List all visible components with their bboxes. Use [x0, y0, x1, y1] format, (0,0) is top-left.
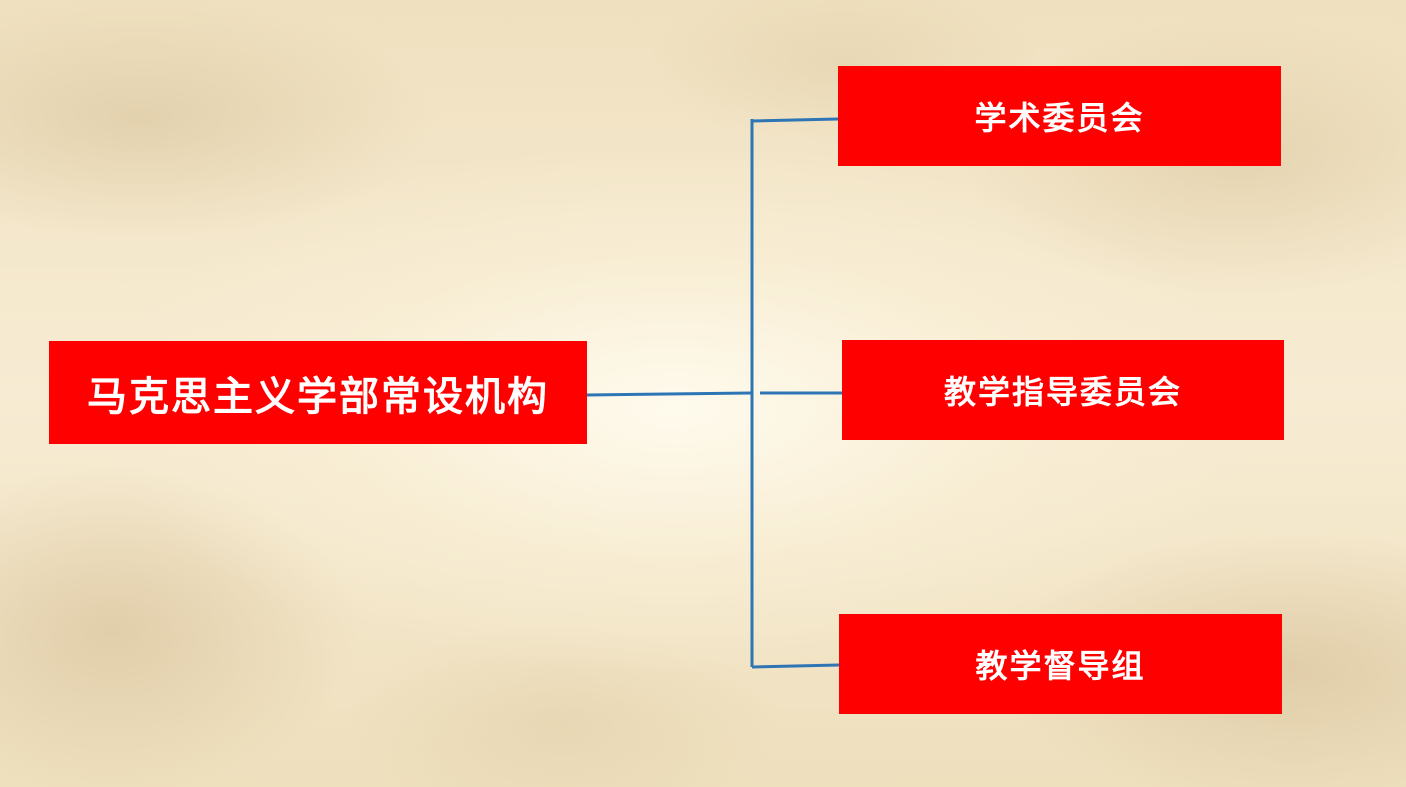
root-connector [586, 391, 753, 397]
child-node-teaching-supervision-group: 教学督导组 [839, 614, 1282, 714]
root-node-label: 马克思主义学部常设机构 [87, 373, 549, 420]
child-node-label: 学术委员会 [974, 99, 1145, 137]
child-node-academic-committee: 学术委员会 [838, 66, 1281, 166]
branch-connector-3 [751, 663, 840, 669]
root-node-box: 马克思主义学部常设机构 [49, 341, 587, 444]
child-node-label: 教学督导组 [975, 647, 1146, 685]
child-node-label: 教学指导委员会 [943, 373, 1182, 411]
child-node-teaching-guidance-committee: 教学指导委员会 [842, 340, 1284, 440]
branch-connector-1 [751, 117, 839, 123]
